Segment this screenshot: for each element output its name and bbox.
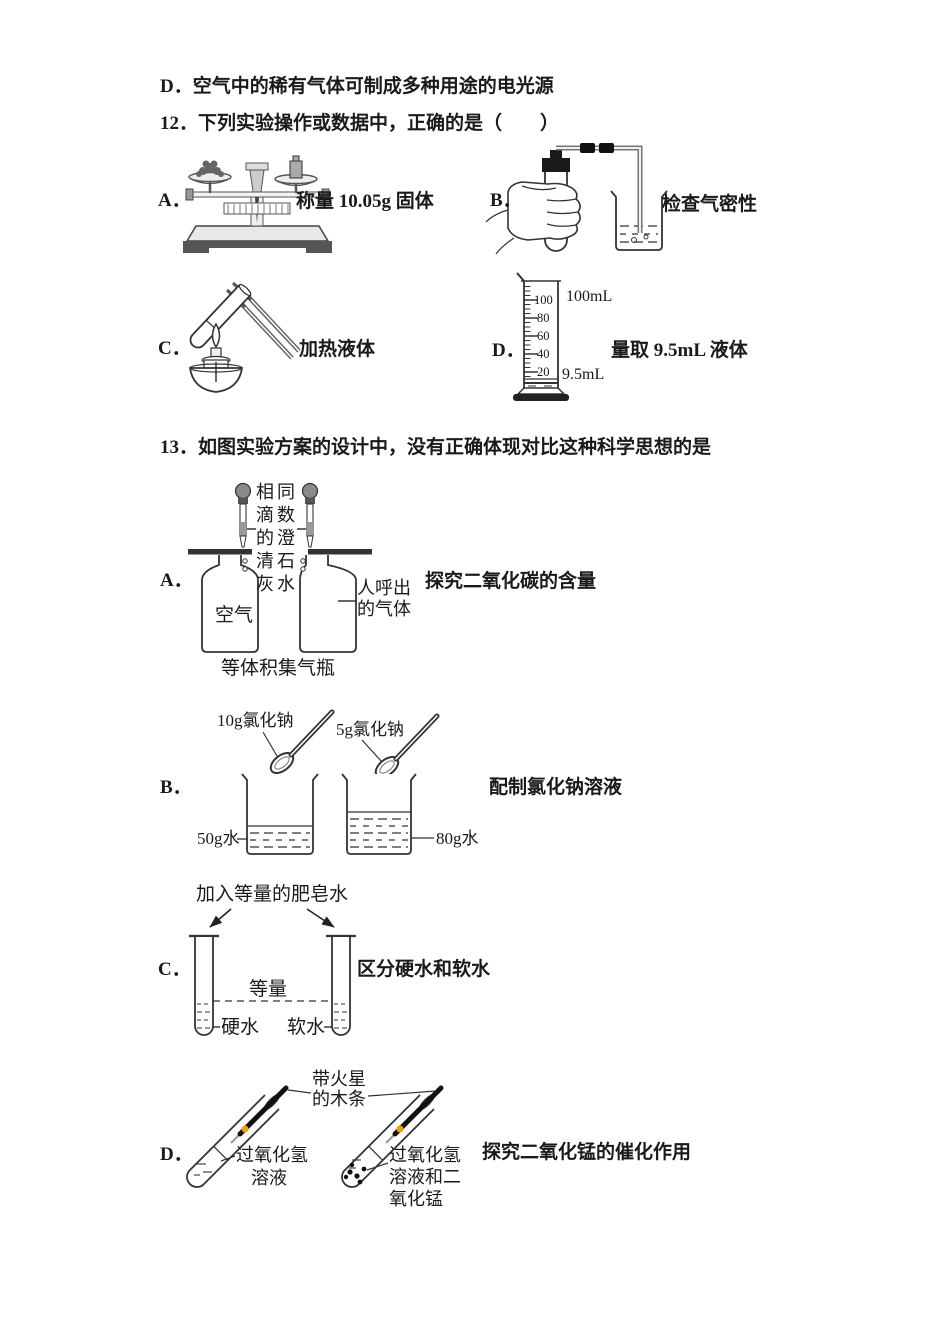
q13-option-a-key: A． bbox=[160, 570, 193, 591]
peroxide-mno2-label-line1: 过氧化氢 bbox=[389, 1145, 461, 1165]
q12-option-d-key: D． bbox=[492, 340, 525, 361]
peroxide-mno2-label-line3: 氧化锰 bbox=[389, 1189, 443, 1209]
cylinder-tick-80: 80 bbox=[537, 311, 550, 325]
hard-water-label: 硬水 bbox=[221, 1017, 260, 1038]
soap-water-label: 加入等量的肥皂水 bbox=[196, 884, 349, 905]
right-beaker-water-label: 80g水 bbox=[436, 829, 479, 848]
q12-option-c-caption: 加热液体 bbox=[299, 339, 376, 360]
cylinder-capacity-label: 100mL bbox=[566, 288, 613, 305]
q13-option-d-caption: 探究二氧化锰的催化作用 bbox=[482, 1142, 692, 1163]
glowing-splint-label-line1: 带火星 bbox=[312, 1069, 366, 1089]
prev-question-option-d: D．空气中的稀有气体可制成多种用途的电光源 bbox=[160, 76, 554, 97]
q13-option-a-caption: 探究二氧化碳的含量 bbox=[425, 571, 597, 592]
glowing-splint-label-line2: 的木条 bbox=[312, 1089, 366, 1109]
q12-option-b-key: B． bbox=[490, 190, 522, 211]
limewater-label-row: 的澄 bbox=[256, 528, 298, 548]
q13-option-b-caption: 配制氯化钠溶液 bbox=[489, 777, 623, 798]
limewater-label-row: 滴数 bbox=[256, 505, 298, 525]
cylinder-reading-label: 9.5mL bbox=[562, 366, 605, 383]
q12-option-c-key: C． bbox=[158, 338, 191, 359]
q12-option-b-caption: 检查气密性 bbox=[662, 194, 758, 215]
right-spoon-label: 5g氯化钠 bbox=[336, 720, 404, 739]
limewater-drops-label: 相同 滴数 的澄 清石 灰水 bbox=[256, 482, 298, 597]
limewater-label-row: 清石 bbox=[256, 551, 298, 571]
left-beaker-water-label: 50g水 bbox=[197, 829, 240, 848]
peroxide-mno2-label-line2: 溶液和二 bbox=[389, 1167, 461, 1187]
exhaled-gas-label-line2: 的气体 bbox=[357, 599, 411, 619]
q13-option-b-key: B． bbox=[160, 777, 192, 798]
cylinder-tick-20: 20 bbox=[537, 365, 550, 379]
cylinder-tick-100: 100 bbox=[534, 293, 553, 307]
peroxide-label-line1: 过氧化氢 bbox=[236, 1145, 308, 1165]
cylinder-tick-40: 40 bbox=[537, 347, 550, 361]
hard-soft-water-diagram bbox=[189, 908, 356, 1036]
cylinder-tick-60: 60 bbox=[537, 329, 550, 343]
q12-option-d-caption: 量取 9.5mL 液体 bbox=[611, 340, 748, 361]
air-bottle-label: 空气 bbox=[215, 605, 254, 626]
left-spoon-label: 10g氯化钠 bbox=[217, 711, 294, 730]
soft-water-label: 软水 bbox=[287, 1017, 326, 1038]
equal-amount-label: 等量 bbox=[249, 979, 288, 1000]
q13-option-c-key: C． bbox=[158, 959, 191, 980]
peroxide-label-line2: 溶液 bbox=[251, 1168, 287, 1188]
q12-option-a-key: A． bbox=[158, 190, 191, 211]
question-13-stem: 13．如图实验方案的设计中，没有正确体现对比这种科学思想的是 bbox=[160, 437, 712, 458]
limewater-label-row: 灰水 bbox=[256, 574, 298, 594]
limewater-label-row: 相同 bbox=[256, 482, 298, 502]
heating-liquid-diagram bbox=[188, 281, 301, 393]
question-12-stem: 12．下列实验操作或数据中，正确的是（ ） bbox=[160, 113, 560, 134]
q12-option-a-caption: 称量 10.05g 固体 bbox=[296, 191, 434, 212]
q13-option-d-key: D． bbox=[160, 1144, 193, 1165]
exhaled-gas-label-line1: 人呼出 bbox=[357, 578, 411, 598]
equal-volume-bottles-label: 等体积集气瓶 bbox=[221, 658, 336, 679]
q13-option-c-caption: 区分硬水和软水 bbox=[357, 959, 491, 980]
